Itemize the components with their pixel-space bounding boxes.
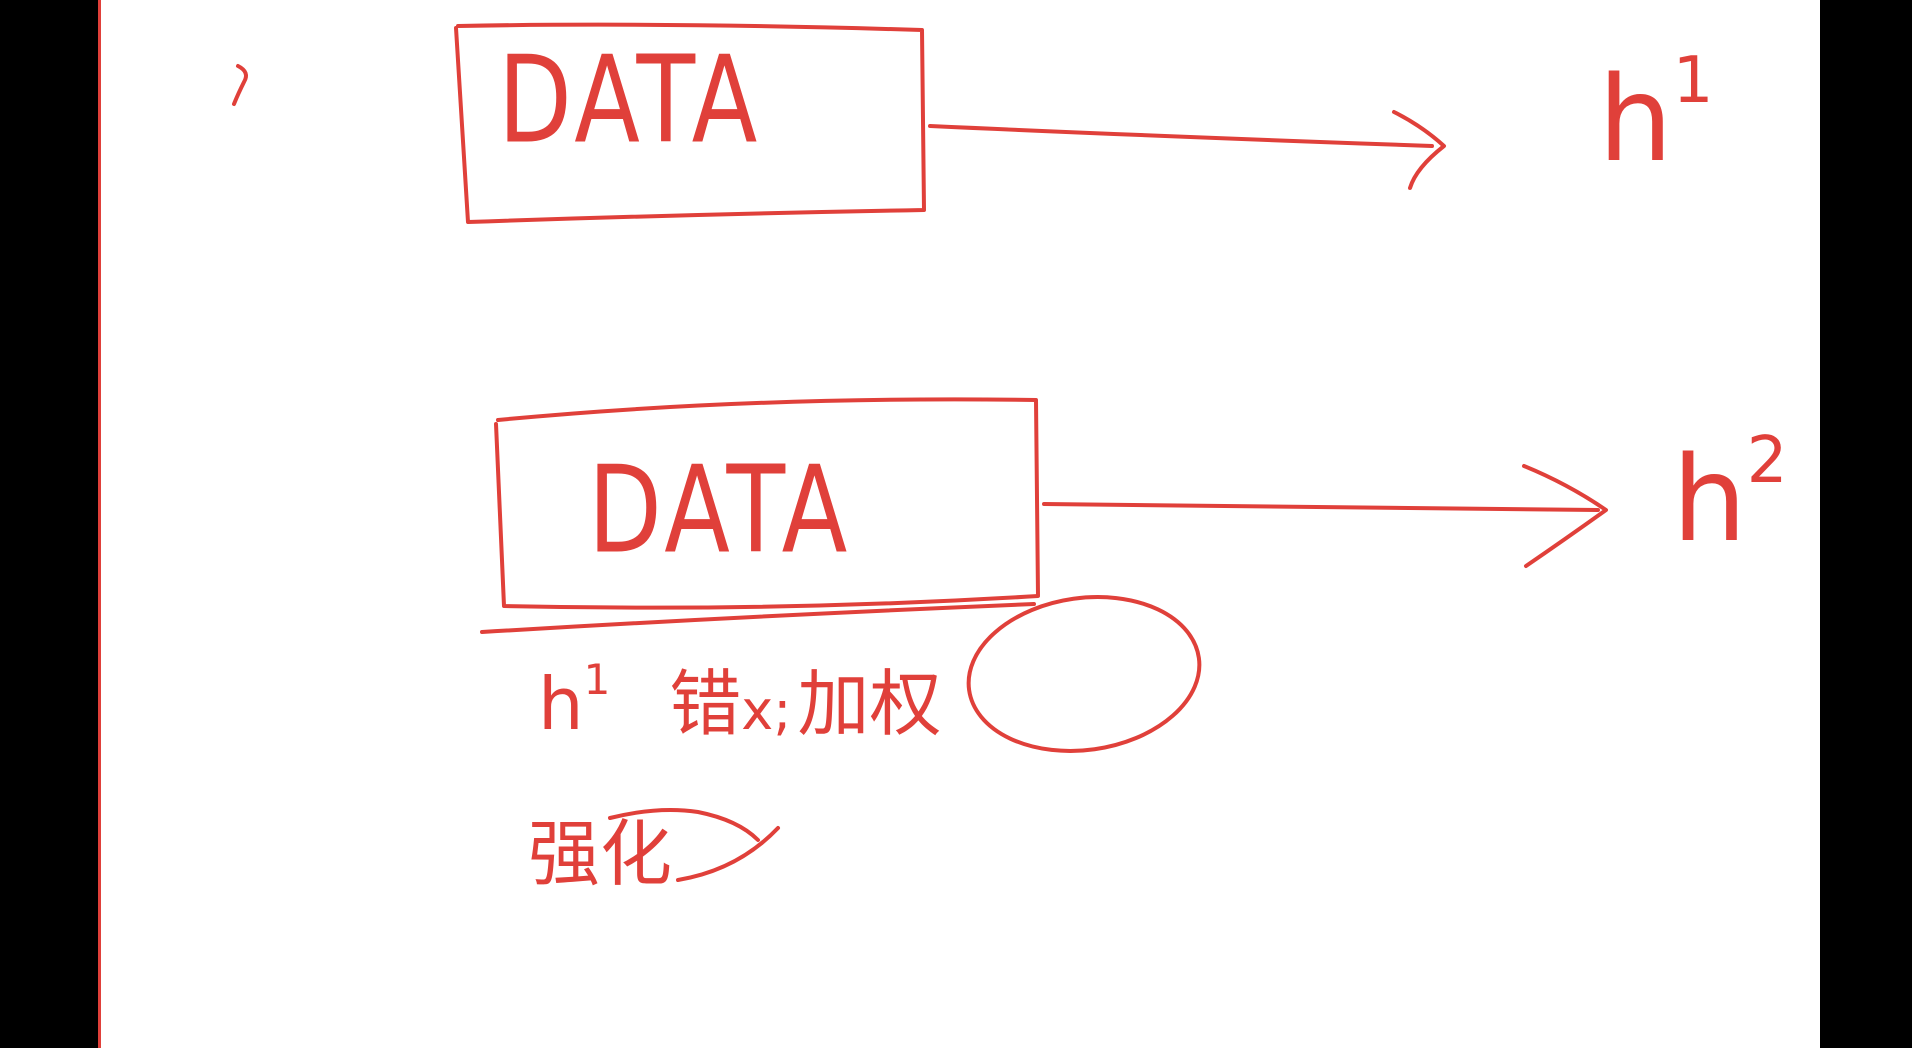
annotation-line-2: 强化	[528, 812, 673, 896]
arrow-1-shaft	[928, 124, 1434, 148]
ink-strokes	[232, 22, 1608, 882]
output-h2: h2	[1672, 429, 1788, 558]
correction-stroke	[608, 808, 760, 842]
whiteboard-page: DATA h1 DATA h2 h1 错x;加权 强化	[98, 0, 1820, 1048]
annotation-line-1: h1 错x;加权	[538, 659, 941, 742]
annotation-error-word: 错	[669, 662, 742, 746]
data-box-2-outline	[494, 397, 1040, 610]
output-h1-superscript: 1	[1672, 43, 1714, 118]
data-box-1-label: DATA	[498, 30, 762, 170]
annotation-circled-text: 加权	[797, 662, 942, 746]
output-h2-base: h	[1672, 430, 1747, 568]
circle-annotation	[966, 595, 1202, 753]
data-box-2-label: DATA	[588, 440, 852, 580]
page-edge	[98, 0, 101, 1048]
output-h2-superscript: 2	[1746, 423, 1788, 498]
arrow-2-head	[1522, 464, 1608, 568]
correction-stroke-2	[676, 826, 780, 882]
annotation-h: h	[538, 662, 584, 746]
arrow-1-head	[1392, 110, 1446, 190]
stray-mark	[232, 64, 248, 106]
annotation-mark: x;	[741, 679, 792, 742]
output-h1: h1	[1598, 49, 1714, 178]
output-h1-base: h	[1598, 50, 1673, 188]
data-box-1-outline	[454, 22, 926, 224]
data-box-2-underline	[480, 602, 1036, 634]
arrow-2-shaft	[1042, 502, 1600, 512]
annotation-h-superscript: 1	[583, 655, 611, 704]
